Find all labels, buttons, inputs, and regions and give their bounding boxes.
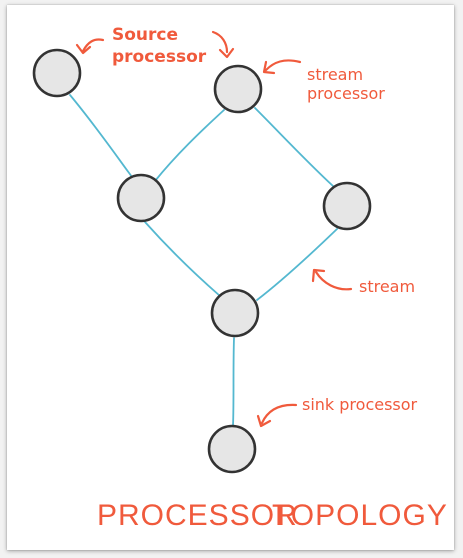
- nodes: [32, 48, 372, 474]
- edges: [69, 94, 338, 427]
- node-source: [32, 48, 82, 98]
- arrow-stream-label-icon: [314, 270, 353, 291]
- annotation-labels: Source processor stream processor stream…: [112, 25, 418, 414]
- node-middle-right: [322, 181, 372, 231]
- arrowhead-stream-processor-right-icon: [262, 60, 276, 75]
- arrowhead-source-icon: [75, 43, 92, 55]
- arrowhead-stream-processor-left-icon: [218, 47, 235, 59]
- title-processor: PROCESSOR: [97, 499, 298, 532]
- arrow-to-stream-processor-from-source-label-icon: [211, 30, 229, 54]
- edge-source-to-middle-left: [69, 94, 133, 178]
- edge-merge-to-sink: [232, 337, 235, 427]
- node-middle-left: [116, 173, 166, 223]
- node-merge: [210, 288, 260, 338]
- annotation-arrows: [75, 30, 353, 428]
- label-sink-processor: sink processor: [302, 395, 418, 414]
- node-sink: [207, 424, 257, 474]
- arrowhead-stream-icon: [311, 268, 326, 283]
- title-topology: TOPOLOGY: [272, 499, 448, 532]
- label-source-processor-line1: Source: [112, 25, 178, 45]
- edge-middle-right-to-merge: [256, 228, 338, 301]
- arrow-sink-label-icon: [260, 403, 298, 425]
- arrowhead-sink-icon: [256, 414, 272, 428]
- label-stream-processor-line1: stream: [307, 65, 363, 84]
- edge-stream-processor-to-middle-left: [154, 109, 225, 182]
- label-source-processor-line2: processor: [112, 47, 207, 67]
- label-stream: stream: [359, 277, 415, 296]
- edge-stream-processor-to-middle-right: [254, 107, 334, 187]
- arrow-to-source-icon: [81, 38, 105, 53]
- arrow-stream-processor-label-icon: [264, 59, 302, 72]
- node-stream-processor: [213, 64, 263, 114]
- edge-middle-left-to-merge: [144, 221, 221, 297]
- diagram-title: PROCESSOR TOPOLOGY: [97, 499, 448, 532]
- label-stream-processor-line2: processor: [307, 84, 385, 103]
